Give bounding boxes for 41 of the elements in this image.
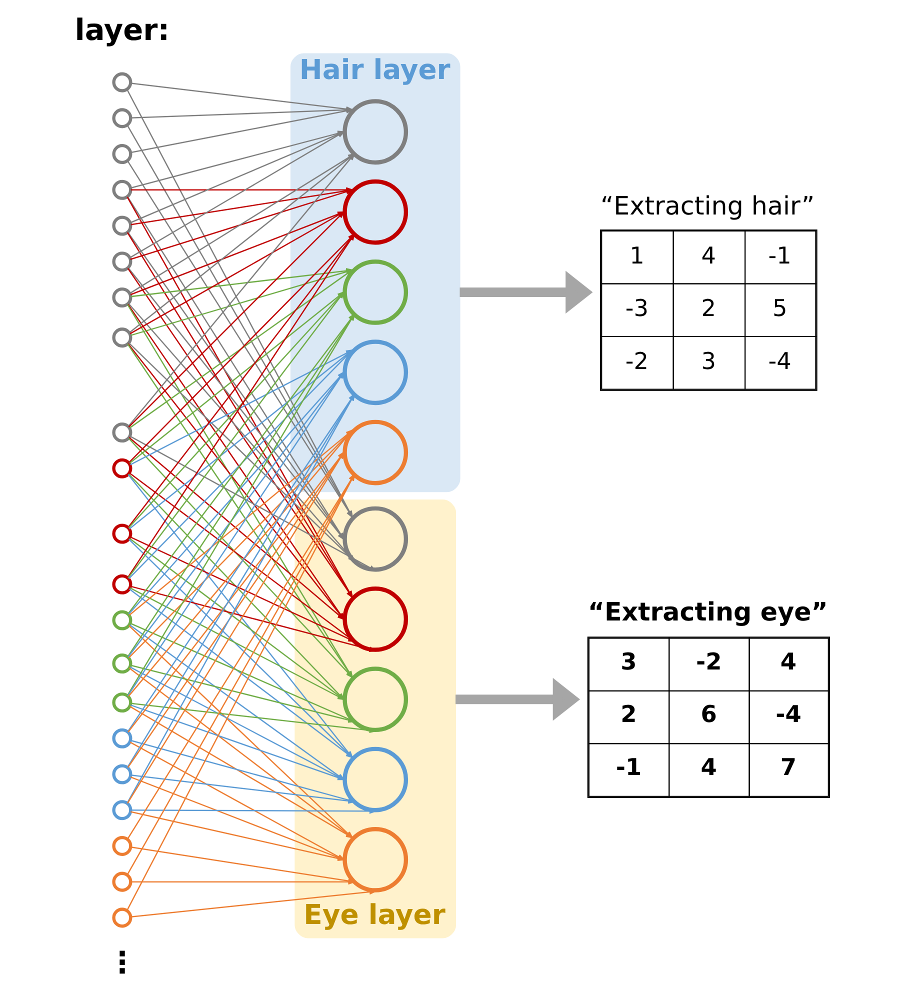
arrow (130, 702, 378, 733)
node-circle (112, 327, 132, 348)
arrow (456, 677, 580, 720)
cluster: Hair layer (290, 52, 460, 492)
node-circle (112, 215, 132, 236)
node-circle (112, 251, 132, 272)
arrow (130, 808, 378, 814)
node-circle (112, 523, 132, 544)
node-circle (112, 144, 132, 164)
arrow (130, 585, 378, 652)
node-circle (342, 98, 408, 164)
node-circle (112, 764, 132, 784)
node-circle (112, 108, 132, 128)
node-circle (112, 728, 132, 748)
node-circle (342, 419, 408, 485)
node-circle (112, 871, 132, 892)
node-circle (342, 826, 408, 892)
arrow (460, 270, 593, 314)
node-circle (112, 179, 132, 200)
node-circle (112, 907, 132, 928)
arrow (130, 888, 378, 918)
node-circle (112, 610, 132, 630)
cluster: Eye layer (294, 498, 456, 938)
arrow (130, 435, 378, 572)
node-label: “Extracting hair” (600, 190, 815, 220)
label: ⋮ (107, 944, 137, 979)
node-circle (342, 339, 408, 405)
node-circle (342, 178, 408, 244)
node-circle (342, 746, 408, 812)
node-circle (112, 286, 132, 307)
node-circle (342, 259, 408, 324)
node-circle (112, 458, 132, 478)
node-circle (112, 574, 132, 594)
node-circle (112, 835, 132, 856)
node-circle (112, 800, 132, 820)
label: layer: (74, 12, 170, 47)
node-circle (112, 422, 132, 442)
node-circle (112, 692, 132, 712)
node-label: “Extracting eye” (588, 596, 828, 626)
node-circle (112, 72, 132, 92)
node-circle (112, 652, 132, 674)
